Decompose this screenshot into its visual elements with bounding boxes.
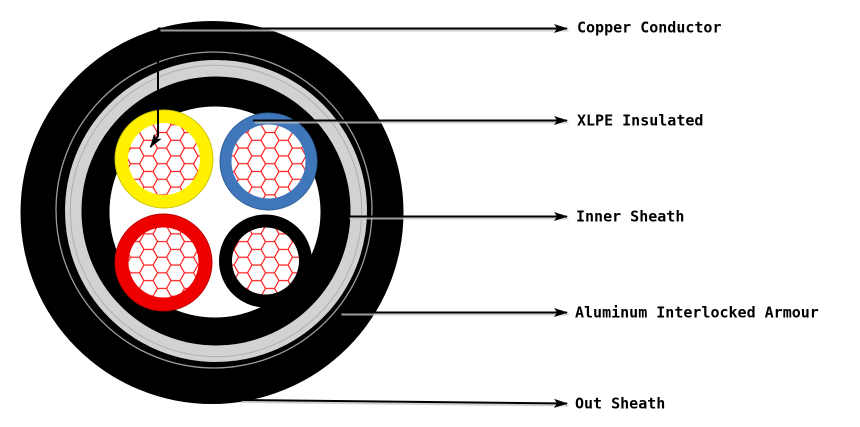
core-black-conductor-mesh <box>232 227 299 295</box>
label-inner-sheath: Inner Sheath <box>576 207 685 226</box>
armour-ring <box>65 60 367 362</box>
core-bottom-right <box>219 214 312 308</box>
label-out-sheath: Out Sheath <box>575 394 666 413</box>
callout-lines <box>149 24 568 408</box>
core-blue-conductor-mesh <box>231 124 306 199</box>
label-aluminum-interlocked-armour: Aluminum Interlocked Armour <box>575 303 819 321</box>
core-top-left <box>114 109 214 209</box>
label-copper-conductor: Copper Conductor <box>577 18 722 37</box>
core-bottom-left <box>114 213 213 312</box>
copper-conductor-pointer-line <box>149 28 162 148</box>
cable-cores <box>114 109 318 312</box>
cable-body <box>20 21 404 404</box>
label-xlpe-insulated: XLPE Insulated <box>577 111 704 129</box>
core-red-conductor-mesh <box>128 227 199 298</box>
out-sheath-callout-line <box>239 398 568 408</box>
callout-line-shadows <box>160 29 569 407</box>
core-top-right <box>219 112 318 211</box>
armour-seam-arc <box>69 64 363 358</box>
core-yellow-conductor-mesh <box>128 123 200 195</box>
sheath-highlight-arc <box>55 51 373 369</box>
